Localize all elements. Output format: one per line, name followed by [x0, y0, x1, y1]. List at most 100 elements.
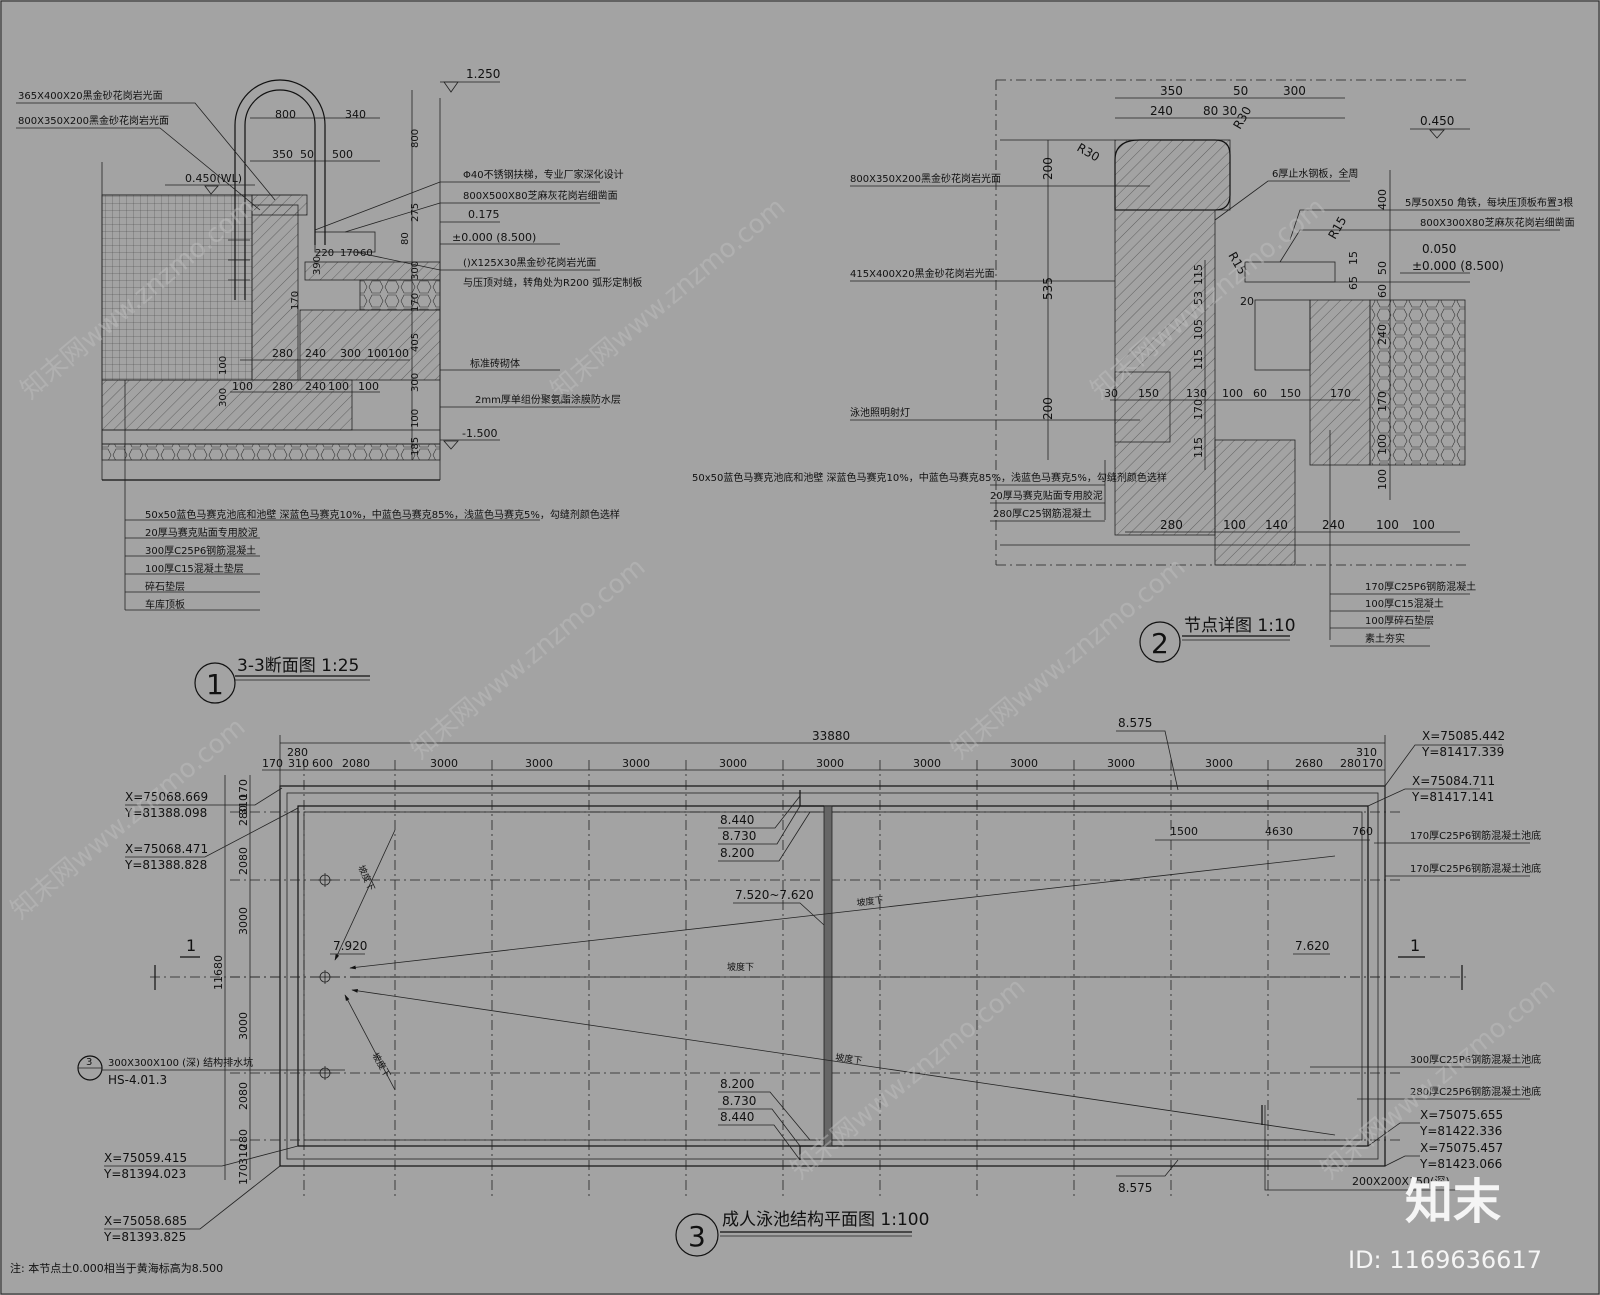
dim-800: 800 — [275, 108, 296, 121]
dim-170: 170 — [340, 248, 359, 259]
coord-2x: X=75068.471 — [125, 842, 208, 856]
legend1-mosaic: 50x50蓝色马赛克池底和池壁 深蓝色马赛克10%，中蓝色马赛克85%，浅蓝色马… — [145, 508, 620, 521]
plan-dim-top: 3000 — [1205, 757, 1233, 770]
slope-label-2: 坡度下 — [856, 894, 884, 909]
detail-3-number: 3 — [688, 1220, 706, 1253]
d2-mdim-130: 130 — [1186, 387, 1207, 400]
plan-dim-top: 3000 — [430, 757, 458, 770]
coord-8y: Y=81423.066 — [1419, 1157, 1502, 1171]
plan-dim-top: 3000 — [525, 757, 553, 770]
slope-label-4: 坡度下 — [835, 1051, 863, 1067]
plan-dim-top: 3000 — [719, 757, 747, 770]
plan-dim-top: 2680 — [1295, 757, 1323, 770]
bdim2-100a: 100 — [328, 380, 349, 393]
label-joint: 与压顶对缝，转角处为R200 弧形定制板 — [463, 276, 642, 289]
d2-vdim-20: 20 — [1240, 295, 1254, 308]
floor-drain — [318, 970, 332, 984]
d2-vdim-53: 53 — [1192, 291, 1205, 305]
coord-2y: Y=81388.828 — [124, 858, 207, 872]
label-365x400: 365X400X20黑金砂花岗岩光面 — [18, 89, 163, 102]
d2-mdim-170: 170 — [1330, 387, 1351, 400]
detail-3-circle — [675, 1213, 719, 1257]
legend1-gravel: 碎石垫层 — [145, 580, 185, 593]
sump-ref: HS-4.01.3 — [108, 1073, 167, 1087]
sump-label: 300X300X100 (深) 结构排水坑 — [108, 1056, 253, 1069]
d2-vdim-200b: 200 — [1041, 397, 1055, 420]
plan-dim-top: 280 — [1340, 757, 1361, 770]
level-8730-bottom: 8.730 — [722, 1094, 756, 1108]
bdim2-240: 240 — [305, 380, 326, 393]
d2-bdim-100c: 100 — [1412, 518, 1435, 532]
d2-legend-170: 170厚C25P6钢筋混凝土 — [1365, 580, 1476, 593]
plan-dim-top-280: 280 — [287, 746, 308, 759]
dim-340: 340 — [345, 108, 366, 121]
plan-dim-left: 280 — [237, 805, 250, 826]
d2-label-coping: 800X350X200黑金砂花岗岩光面 — [850, 172, 1001, 185]
plan-dim-top-310: 310 — [1356, 746, 1377, 759]
d2-rvdim-100b: 100 — [1376, 469, 1389, 490]
vdim-80: 80 — [400, 232, 411, 245]
vdim-185: 185 — [410, 437, 421, 456]
d2-r15b: R15 — [1325, 214, 1349, 241]
slope-label-1: 坡度下 — [355, 863, 377, 893]
d2-bdim-140: 140 — [1265, 518, 1288, 532]
coord-3y: Y=81417.339 — [1421, 745, 1504, 759]
bdim1-280: 280 — [272, 347, 293, 360]
pool-wall-concrete — [251, 204, 299, 381]
watermark-text: 知末网www.znzmo.com — [5, 712, 251, 925]
coord-4x: X=75084.711 — [1412, 774, 1495, 788]
level-8575-top: 8.575 — [1118, 716, 1152, 730]
plan-gridlines — [230, 760, 1400, 1200]
plan-dim-top: 600 — [312, 757, 333, 770]
d2-label-waterstop: 6厚止水钢板，全周 — [1272, 167, 1358, 180]
bdim1-240: 240 — [305, 347, 326, 360]
vdim-100: 100 — [410, 409, 421, 428]
label-waterproof: 2mm厚单组份聚氨酯涂膜防水层 — [475, 393, 621, 406]
d2-mdim-150b: 150 — [1280, 387, 1301, 400]
d2-label-800x300: 800X300X80芝麻灰花岗岩细凿面 — [1420, 216, 1575, 229]
plan-dim-left: 310 — [237, 794, 250, 815]
level-7620: 7.620 — [1295, 939, 1329, 953]
inner-dim-760: 760 — [1352, 825, 1373, 838]
vdim-left-300: 300 — [218, 388, 229, 407]
coord-3x: X=75085.442 — [1422, 729, 1505, 743]
level-minus1500: -1.500 — [462, 427, 497, 440]
coord-4y: Y=81417.141 — [1411, 790, 1494, 804]
pool-inner-edge — [297, 805, 1369, 1147]
legend1-roof: 车库顶板 — [145, 598, 185, 611]
d2-dim-240: 240 — [1150, 104, 1173, 118]
floor-drain — [318, 1066, 332, 1080]
label-handrail: Φ40不锈钢扶梯，专业厂家深化设计 — [463, 168, 624, 181]
d2-rvdim-100a: 100 — [1376, 434, 1389, 455]
plan-dim-top: 310 — [288, 757, 309, 770]
dim-50: 50 — [300, 148, 314, 161]
d2-legend-glue: 20厚马赛克贴面专用胶泥 — [990, 489, 1103, 502]
d2-vdim-200a: 200 — [1041, 157, 1055, 180]
d2-mdim-100: 100 — [1222, 387, 1243, 400]
plan-dim-left: 3000 — [237, 907, 250, 935]
d2-rvdim-50: 50 — [1376, 261, 1389, 275]
d2-mdim-30: 30 — [1104, 387, 1118, 400]
plan-dim-top: 170 — [1362, 757, 1383, 770]
plan-dim-top: 3000 — [1010, 757, 1038, 770]
inner-dim-4630: 4630 — [1265, 825, 1293, 838]
level-8440-top: 8.440 — [720, 813, 754, 827]
note-200x200: 200X200X150(深) — [1352, 1175, 1450, 1188]
d2-legend-soil: 素土夯实 — [1365, 632, 1405, 645]
note-170-a: 170厚C25P6钢筋混凝土池底 — [1410, 829, 1541, 842]
plan-dim-left: 2080 — [237, 847, 250, 875]
floor-drain — [318, 873, 332, 887]
d2-rvdim-65: 65 — [1347, 276, 1360, 290]
coord-6x: X=75058.685 — [104, 1214, 187, 1228]
level-8440-bottom: 8.440 — [720, 1110, 754, 1124]
vdim-left-170: 170 — [290, 291, 301, 310]
d2-legend-100c15: 100厚C15混凝土 — [1365, 597, 1444, 610]
d2-vdim-115b: 115 — [1192, 349, 1205, 370]
sump-callout-num: 3 — [86, 1057, 92, 1068]
section1-legend: 50x50蓝色马赛克池底和池壁 深蓝色马赛克10%，中蓝色马赛克85%，浅蓝色马… — [125, 508, 620, 611]
bdim2-100b: 100 — [358, 380, 379, 393]
gravel-2 — [1369, 299, 1466, 466]
